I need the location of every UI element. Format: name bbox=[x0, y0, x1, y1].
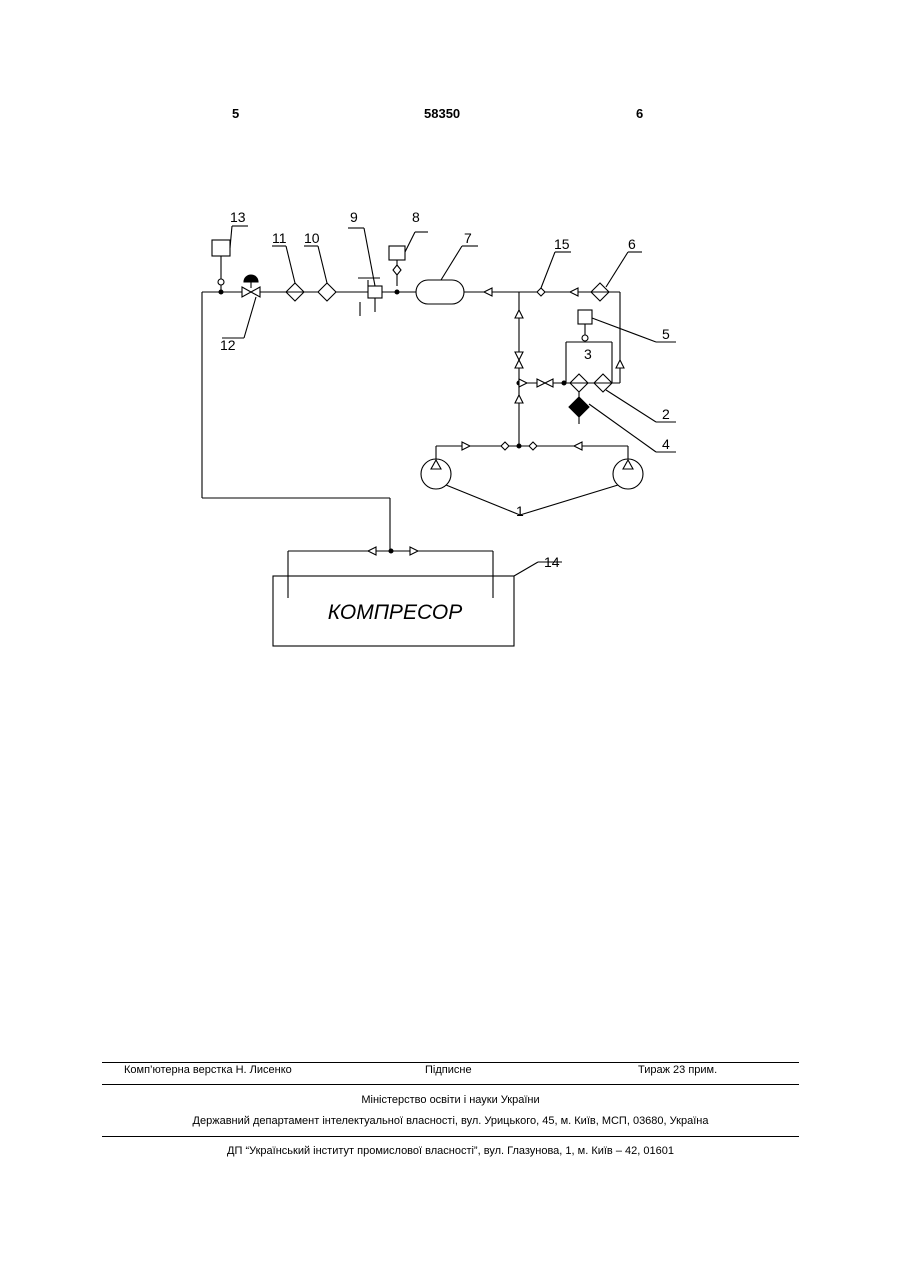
gauge-8 bbox=[389, 246, 405, 260]
label-4: 4 bbox=[662, 436, 670, 452]
footer-circulation: Тираж 23 прим. bbox=[638, 1064, 717, 1076]
filter-10 bbox=[318, 283, 336, 301]
footer-layout-credit: Комп’ютерна верстка Н. Лисенко bbox=[124, 1064, 292, 1076]
gauge-5 bbox=[578, 310, 592, 324]
footer-institute: ДП “Український інститут промислової вла… bbox=[0, 1145, 901, 1157]
label-10: 10 bbox=[304, 230, 320, 246]
label-12: 12 bbox=[220, 337, 236, 353]
label-11: 11 bbox=[272, 230, 287, 246]
label-14: 14 bbox=[544, 554, 560, 570]
regulator-9 bbox=[368, 286, 382, 298]
receiver-7 bbox=[416, 280, 464, 304]
dryer-4 bbox=[569, 397, 589, 417]
footer-rule-middle bbox=[102, 1084, 799, 1085]
label-2: 2 bbox=[662, 406, 670, 422]
label-9: 9 bbox=[350, 209, 358, 225]
pneumatic-scheme-diagram: КОМПРЕСОР bbox=[0, 0, 901, 700]
footer-signed: Підписне bbox=[425, 1064, 472, 1076]
compressor-label: КОМПРЕСОР bbox=[328, 601, 462, 624]
label-5: 5 bbox=[662, 326, 670, 342]
gauge-13 bbox=[212, 240, 230, 256]
label-3: 3 bbox=[584, 346, 592, 362]
label-8: 8 bbox=[412, 209, 420, 225]
footer-rule-bottom bbox=[102, 1136, 799, 1137]
label-7: 7 bbox=[464, 230, 472, 246]
label-1: 1 bbox=[516, 503, 524, 519]
footer-ministry: Міністерство освіти і науки України bbox=[0, 1094, 901, 1106]
label-15: 15 bbox=[554, 236, 570, 252]
label-13: 13 bbox=[230, 209, 246, 225]
valve-12 bbox=[242, 287, 251, 297]
footer-rule-top bbox=[102, 1062, 799, 1063]
footer-department: Державний департамент інтелектуальної вл… bbox=[0, 1115, 901, 1127]
label-6: 6 bbox=[628, 236, 636, 252]
